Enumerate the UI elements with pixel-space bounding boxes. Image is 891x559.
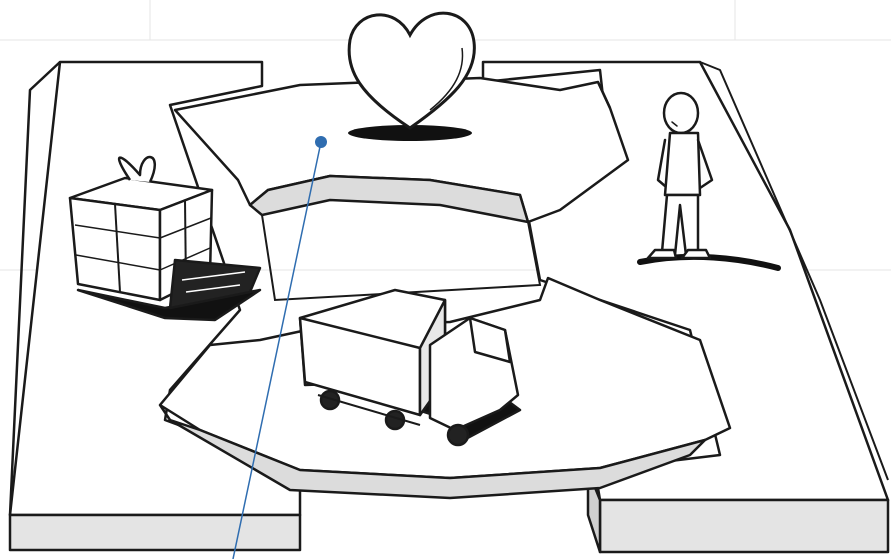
center-gap (261, 214, 542, 302)
upper-arrow-band (173, 76, 630, 224)
gift-box-icon (68, 155, 262, 322)
person-icon (637, 91, 781, 271)
annotation-pointer (232, 136, 327, 559)
heart-icon (347, 11, 476, 141)
delivery-truck-icon (298, 288, 522, 447)
